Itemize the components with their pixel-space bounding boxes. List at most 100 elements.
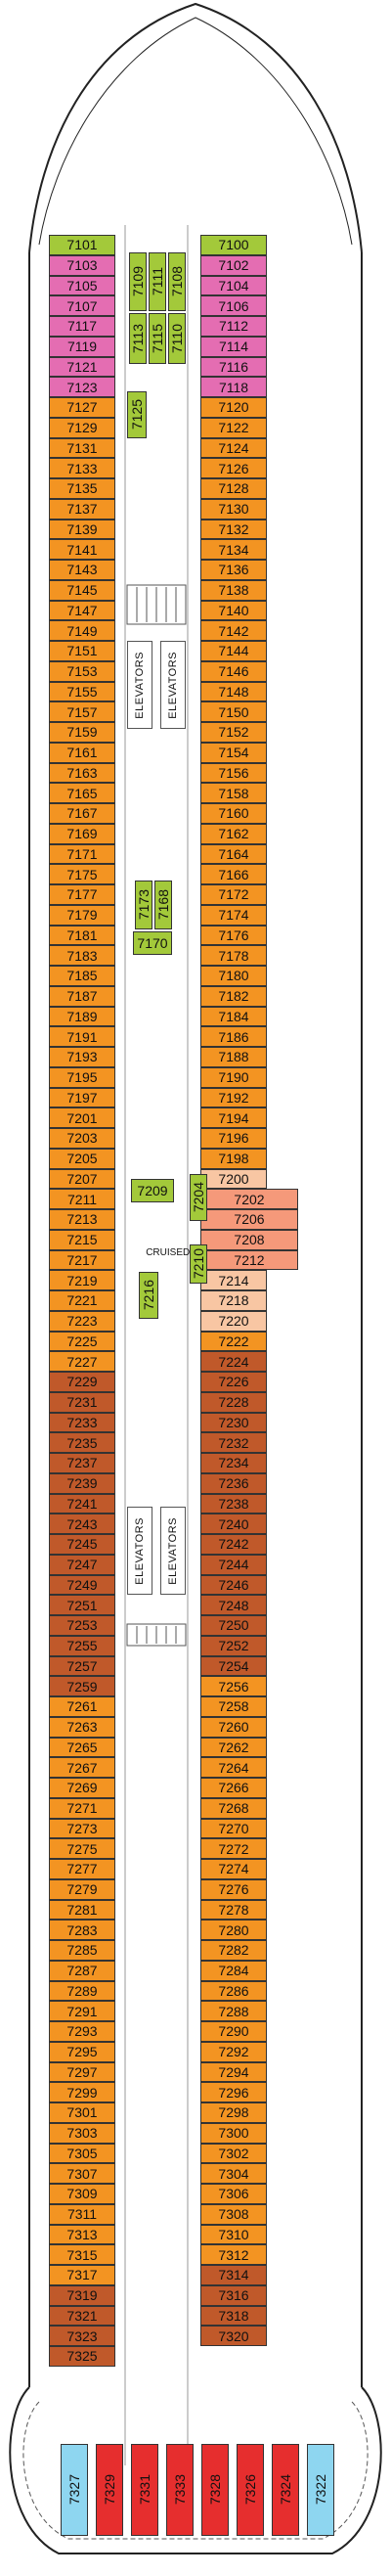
cabin-7227[interactable]: 7227 bbox=[49, 1351, 115, 1372]
cabin-7272[interactable]: 7272 bbox=[200, 1838, 267, 1859]
cabin-7305[interactable]: 7305 bbox=[49, 2143, 115, 2164]
cabin-7166[interactable]: 7166 bbox=[200, 864, 267, 884]
cabin-7109[interactable]: 7109 bbox=[129, 252, 147, 311]
cabin-7310[interactable]: 7310 bbox=[200, 2224, 267, 2245]
cabin-7169[interactable]: 7169 bbox=[49, 823, 115, 844]
cabin-7235[interactable]: 7235 bbox=[49, 1432, 115, 1453]
cabin-7139[interactable]: 7139 bbox=[49, 519, 115, 540]
cabin-7123[interactable]: 7123 bbox=[49, 377, 115, 397]
cabin-7289[interactable]: 7289 bbox=[49, 1980, 115, 2002]
cabin-7283[interactable]: 7283 bbox=[49, 1920, 115, 1940]
cabin-7153[interactable]: 7153 bbox=[49, 660, 115, 682]
cabin-7134[interactable]: 7134 bbox=[200, 539, 267, 560]
cabin-7255[interactable]: 7255 bbox=[49, 1635, 115, 1656]
cabin-7202[interactable]: 7202 bbox=[200, 1189, 298, 1209]
cabin-7167[interactable]: 7167 bbox=[49, 803, 115, 824]
cabin-7213[interactable]: 7213 bbox=[49, 1209, 115, 1230]
cabin-7279[interactable]: 7279 bbox=[49, 1878, 115, 1900]
cabin-7321[interactable]: 7321 bbox=[49, 2305, 115, 2327]
cabin-7136[interactable]: 7136 bbox=[200, 560, 267, 580]
cabin-7325[interactable]: 7325 bbox=[49, 2346, 115, 2367]
cabin-7258[interactable]: 7258 bbox=[200, 1696, 267, 1717]
cabin-7239[interactable]: 7239 bbox=[49, 1472, 115, 1494]
cabin-7121[interactable]: 7121 bbox=[49, 356, 115, 378]
cabin-7243[interactable]: 7243 bbox=[49, 1514, 115, 1534]
cabin-7198[interactable]: 7198 bbox=[200, 1148, 267, 1169]
cabin-7225[interactable]: 7225 bbox=[49, 1331, 115, 1352]
cabin-7217[interactable]: 7217 bbox=[49, 1249, 115, 1271]
cabin-7303[interactable]: 7303 bbox=[49, 2122, 115, 2144]
cabin-7168[interactable]: 7168 bbox=[154, 881, 172, 929]
cabin-7165[interactable]: 7165 bbox=[49, 783, 115, 803]
cabin-7265[interactable]: 7265 bbox=[49, 1737, 115, 1758]
cabin-7220[interactable]: 7220 bbox=[200, 1310, 267, 1332]
cabin-7172[interactable]: 7172 bbox=[200, 884, 267, 905]
cabin-7117[interactable]: 7117 bbox=[49, 316, 115, 337]
cabin-7171[interactable]: 7171 bbox=[49, 843, 115, 865]
cabin-7130[interactable]: 7130 bbox=[200, 498, 267, 520]
cabin-7147[interactable]: 7147 bbox=[49, 600, 115, 621]
cabin-7280[interactable]: 7280 bbox=[200, 1920, 267, 1940]
cabin-7273[interactable]: 7273 bbox=[49, 1818, 115, 1839]
cabin-7242[interactable]: 7242 bbox=[200, 1534, 267, 1555]
cabin-7186[interactable]: 7186 bbox=[200, 1026, 267, 1047]
cabin-7301[interactable]: 7301 bbox=[49, 2102, 115, 2123]
cabin-7314[interactable]: 7314 bbox=[200, 2265, 267, 2285]
cabin-7208[interactable]: 7208 bbox=[200, 1229, 298, 1250]
cabin-7294[interactable]: 7294 bbox=[200, 2061, 267, 2083]
cabin-7228[interactable]: 7228 bbox=[200, 1391, 267, 1413]
cabin-7326[interactable]: 7326 bbox=[237, 2444, 264, 2536]
cabin-7296[interactable]: 7296 bbox=[200, 2082, 267, 2102]
cabin-7293[interactable]: 7293 bbox=[49, 2021, 115, 2042]
cabin-7317[interactable]: 7317 bbox=[49, 2265, 115, 2285]
cabin-7196[interactable]: 7196 bbox=[200, 1128, 267, 1149]
cabin-7190[interactable]: 7190 bbox=[200, 1066, 267, 1088]
cabin-7125[interactable]: 7125 bbox=[127, 391, 147, 438]
cabin-7144[interactable]: 7144 bbox=[200, 641, 267, 661]
cabin-7214[interactable]: 7214 bbox=[200, 1270, 267, 1290]
cabin-7159[interactable]: 7159 bbox=[49, 722, 115, 743]
cabin-7129[interactable]: 7129 bbox=[49, 417, 115, 438]
cabin-7249[interactable]: 7249 bbox=[49, 1574, 115, 1596]
cabin-7315[interactable]: 7315 bbox=[49, 2244, 115, 2265]
cabin-7312[interactable]: 7312 bbox=[200, 2244, 267, 2265]
cabin-7327[interactable]: 7327 bbox=[61, 2444, 88, 2536]
cabin-7176[interactable]: 7176 bbox=[200, 925, 267, 946]
cabin-7106[interactable]: 7106 bbox=[200, 295, 267, 316]
cabin-7237[interactable]: 7237 bbox=[49, 1453, 115, 1473]
cabin-7149[interactable]: 7149 bbox=[49, 620, 115, 641]
cabin-7141[interactable]: 7141 bbox=[49, 539, 115, 560]
cabin-7222[interactable]: 7222 bbox=[200, 1331, 267, 1352]
cabin-7229[interactable]: 7229 bbox=[49, 1372, 115, 1392]
cabin-7246[interactable]: 7246 bbox=[200, 1574, 267, 1596]
cabin-7200[interactable]: 7200 bbox=[200, 1168, 267, 1190]
cabin-7192[interactable]: 7192 bbox=[200, 1087, 267, 1108]
cabin-7116[interactable]: 7116 bbox=[200, 356, 267, 378]
cabin-7248[interactable]: 7248 bbox=[200, 1595, 267, 1615]
cabin-7179[interactable]: 7179 bbox=[49, 904, 115, 926]
cabin-7102[interactable]: 7102 bbox=[200, 254, 267, 276]
cabin-7282[interactable]: 7282 bbox=[200, 1940, 267, 1961]
cabin-7185[interactable]: 7185 bbox=[49, 966, 115, 986]
cabin-7205[interactable]: 7205 bbox=[49, 1148, 115, 1169]
cabin-7254[interactable]: 7254 bbox=[200, 1655, 267, 1677]
cabin-7277[interactable]: 7277 bbox=[49, 1859, 115, 1879]
cabin-7115[interactable]: 7115 bbox=[149, 313, 166, 364]
cabin-7203[interactable]: 7203 bbox=[49, 1128, 115, 1149]
cabin-7324[interactable]: 7324 bbox=[272, 2444, 299, 2536]
cabin-7328[interactable]: 7328 bbox=[201, 2444, 229, 2536]
cabin-7103[interactable]: 7103 bbox=[49, 254, 115, 276]
cabin-7306[interactable]: 7306 bbox=[200, 2184, 267, 2204]
cabin-7216[interactable]: 7216 bbox=[139, 1272, 158, 1319]
cabin-7201[interactable]: 7201 bbox=[49, 1107, 115, 1128]
cabin-7271[interactable]: 7271 bbox=[49, 1797, 115, 1819]
cabin-7120[interactable]: 7120 bbox=[200, 397, 267, 418]
cabin-7259[interactable]: 7259 bbox=[49, 1676, 115, 1696]
cabin-7290[interactable]: 7290 bbox=[200, 2021, 267, 2042]
cabin-7118[interactable]: 7118 bbox=[200, 377, 267, 397]
cabin-7250[interactable]: 7250 bbox=[200, 1615, 267, 1636]
cabin-7288[interactable]: 7288 bbox=[200, 2001, 267, 2021]
cabin-7204[interactable]: 7204 bbox=[190, 1174, 207, 1221]
cabin-7245[interactable]: 7245 bbox=[49, 1534, 115, 1555]
cabin-7302[interactable]: 7302 bbox=[200, 2143, 267, 2164]
